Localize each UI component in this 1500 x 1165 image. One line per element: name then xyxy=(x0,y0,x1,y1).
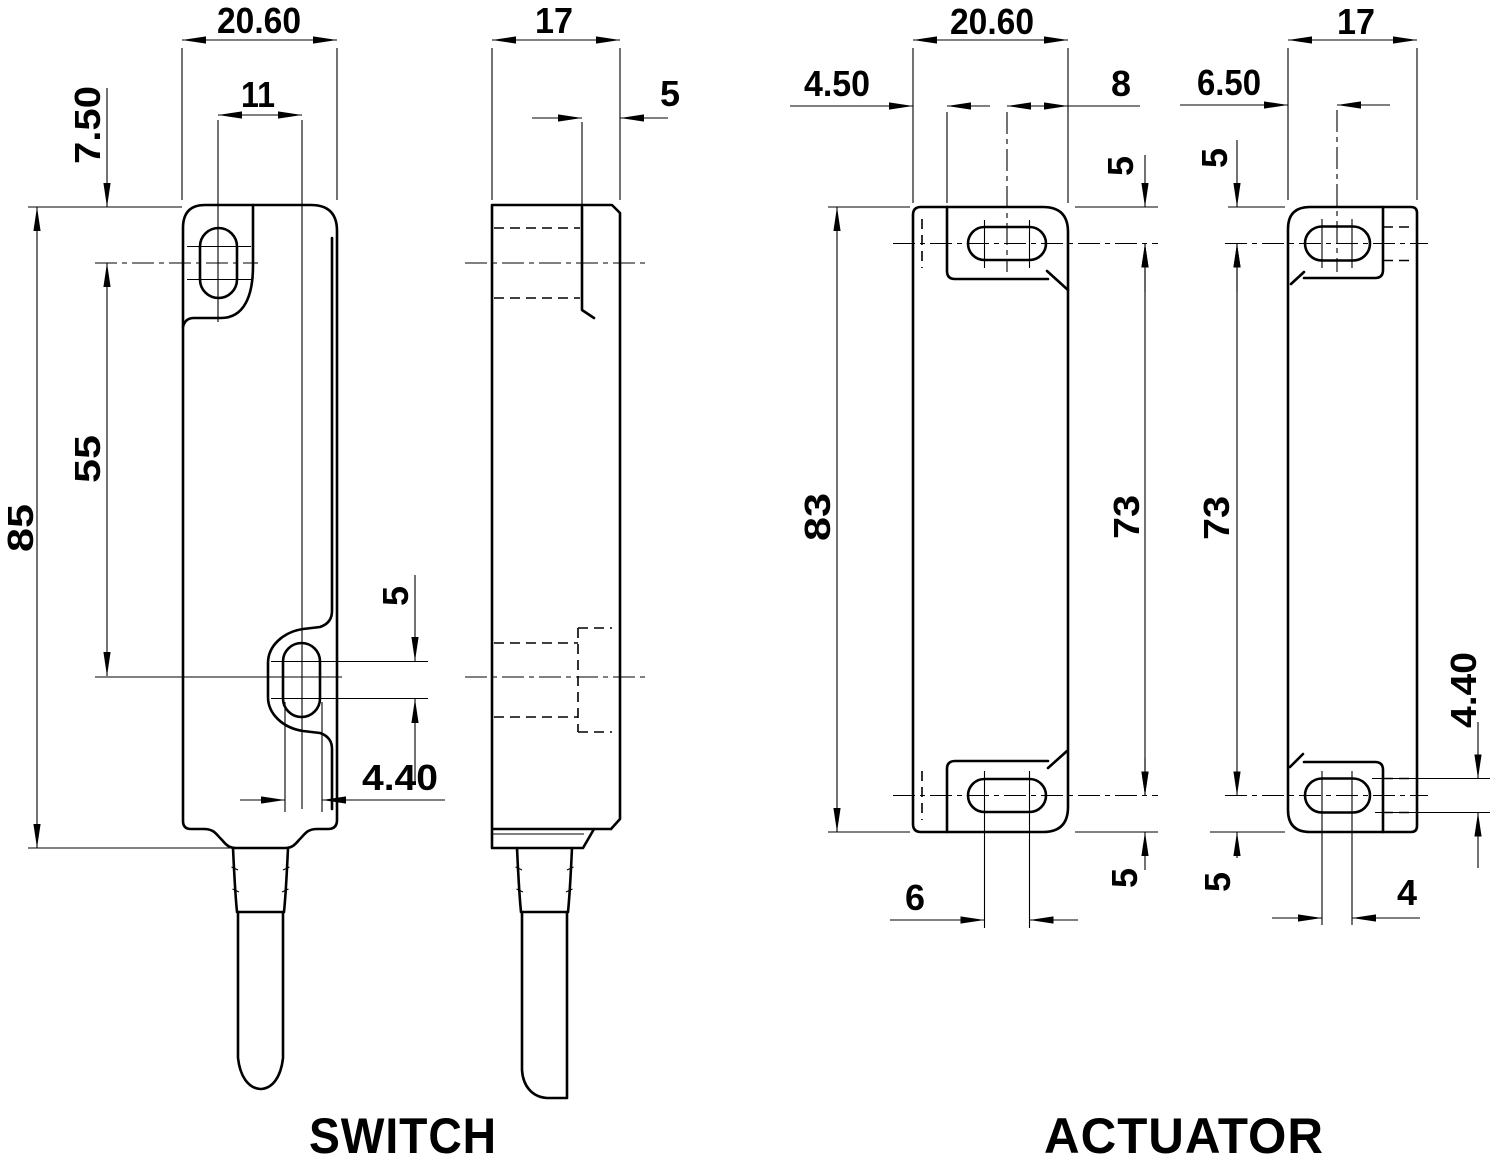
actuator-side-view: 17 6.50 5 73 5 4.40 4 xyxy=(1180,1,1490,925)
actuator-caption: ACTUATOR xyxy=(1044,1108,1324,1164)
dim-switch-step: 5 xyxy=(660,73,680,114)
switch-side-extension-lines xyxy=(491,48,621,204)
dim-actuator-slot-to-edge: 8 xyxy=(1111,63,1131,104)
dim-switch-depth: 17 xyxy=(535,0,573,41)
switch-front-body-outline xyxy=(181,203,339,850)
dim-switch-lower-slot-straight: 5 xyxy=(375,586,416,606)
actuator-side-thin-lines xyxy=(1210,48,1490,925)
actuator-side-centerlines xyxy=(1225,110,1428,797)
dim-actuator-side-slot-height: 4.40 xyxy=(1443,652,1484,728)
actuator-side-step-top xyxy=(1289,205,1385,286)
switch-side-step-line xyxy=(580,205,596,320)
switch-side-hidden-lines xyxy=(494,227,612,733)
dim-switch-height: 85 xyxy=(0,504,41,552)
switch-front-extension-lines xyxy=(28,48,428,849)
switch-side-gland xyxy=(515,846,574,914)
actuator-front-body-outline xyxy=(911,205,1070,834)
dim-actuator-slot-straight: 6 xyxy=(905,877,925,918)
dim-switch-width: 20.60 xyxy=(217,0,301,41)
actuator-front-centerlines xyxy=(893,112,1158,797)
dim-actuator-side-bottom-to-slot: 5 xyxy=(1197,872,1238,892)
actuator-front-step-bottom xyxy=(945,749,1069,834)
switch-side-cable xyxy=(520,910,569,1100)
dim-switch-slot-offset: 11 xyxy=(241,74,275,115)
actuator-front-step-top xyxy=(945,205,1070,292)
dim-actuator-width: 20.60 xyxy=(950,1,1034,42)
dim-switch-lower-slot-width: 4.40 xyxy=(362,757,438,798)
switch-front-ear-contour xyxy=(181,203,255,329)
switch-front-step-bump-contour xyxy=(266,236,334,811)
dim-actuator-side-slot-straight: 4 xyxy=(1397,872,1417,913)
dim-actuator-plate-offset: 4.50 xyxy=(804,63,870,104)
switch-front-gland-nubs xyxy=(231,866,290,893)
dim-actuator-side-slot-span: 73 xyxy=(1196,496,1237,540)
actuator-front-view: 20.60 4.50 8 5 73 5 83 6 xyxy=(790,1,1158,928)
switch-caption: SWITCH xyxy=(309,1108,497,1164)
switch-side-gland-nubs xyxy=(515,866,574,893)
dim-switch-top-to-slot: 7.50 xyxy=(67,86,108,164)
dim-actuator-side-top-to-slot: 5 xyxy=(1194,148,1235,168)
dim-actuator-bottom-to-slot: 5 xyxy=(1104,868,1145,888)
dim-actuator-top-to-slot: 5 xyxy=(1100,156,1141,176)
dim-actuator-side-slot-offset: 6.50 xyxy=(1197,62,1261,103)
switch-side-view: 17 5 xyxy=(465,0,680,1100)
switch-front-gland xyxy=(231,846,290,914)
switch-front-cable xyxy=(236,910,285,1091)
dim-actuator-slot-span: 73 xyxy=(1106,495,1147,539)
dim-actuator-height: 83 xyxy=(797,493,838,541)
actuator-side-step-bottom xyxy=(1288,752,1385,834)
dim-actuator-depth: 17 xyxy=(1337,1,1375,42)
actuator-side-body-outline xyxy=(1286,205,1419,834)
actuator-side-hidden-lines xyxy=(1383,226,1415,814)
switch-side-centerlines xyxy=(465,262,648,678)
switch-side-body-outline xyxy=(490,203,622,850)
switch-front-view: 20.60 11 7.50 55 85 5 4.40 xyxy=(0,0,445,1091)
dim-switch-slot-span: 55 xyxy=(67,435,108,483)
